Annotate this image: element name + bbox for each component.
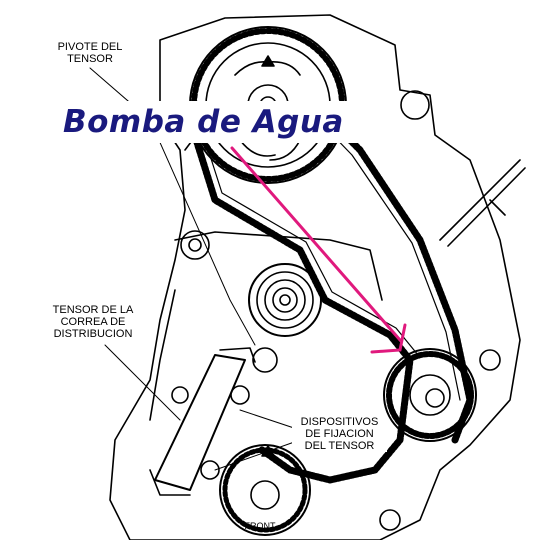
tensioner-cylinder-detail (149, 347, 256, 496)
label-tensioner-fixing-devices-line2: DE FIJACION (305, 428, 374, 440)
mount-hole-2 (188, 238, 202, 252)
leader-fixing-2 (214, 439, 301, 471)
tensioner-cylinder (154, 354, 246, 491)
leader-pivot (89, 67, 256, 346)
label-tensioner-fixing-devices-line3: DEL TENSOR (304, 440, 375, 452)
label-front-mark: FRONT (244, 521, 276, 531)
mount-hole-1 (180, 230, 210, 260)
crankshaft-pulley (219, 444, 311, 536)
label-timing-belt-tensioner-line1: TENSOR DE LA (52, 304, 134, 316)
crankshaft-hub (250, 480, 280, 510)
label-tensioner-pivot: PIVOTE DEL TENSOR (45, 41, 135, 65)
tensioner-pivot-bolt (252, 347, 278, 373)
water-pump-pulley (383, 348, 477, 442)
water-pump-bolt (425, 388, 445, 408)
label-tensioner-pivot-line1: PIVOTE DEL (57, 41, 123, 53)
tensioner-pulley-bolt (279, 294, 291, 306)
label-tensioner-fixing-devices: DISPOSITIVOS DE FIJACION DEL TENSOR (292, 416, 387, 452)
label-tensioner-fixing-devices-line1: DISPOSITIVOS (300, 416, 379, 428)
engine-inner-outline (149, 129, 383, 421)
camshaft-timing-mark-icon (261, 55, 275, 67)
leader-tensioner (104, 344, 181, 421)
water-pump-teeth (386, 351, 474, 439)
water-pump-arrow-head-icon (370, 323, 407, 354)
label-timing-belt-tensioner-line3: DISTRIBUCION (53, 328, 133, 340)
mount-hole-3 (400, 90, 430, 120)
mount-hole-5 (171, 386, 189, 404)
label-timing-belt-tensioner-line2: CORREA DE (60, 316, 126, 328)
engine-block-outline (109, 14, 521, 540)
mount-hole-6 (379, 509, 401, 531)
mount-hole-4 (479, 349, 501, 371)
label-timing-belt-tensioner: TENSOR DE LA CORREA DE DISTRIBUCION (38, 304, 148, 340)
diagram-title: Bomba de Agua (63, 104, 344, 140)
label-tensioner-pivot-line2: TENSOR (67, 53, 113, 65)
tensioner-pulley-rings2 (264, 279, 306, 321)
tensioner-pulley-rings1 (256, 271, 314, 329)
tensioner-pulley-rings3 (272, 287, 298, 313)
tensioner-fixing-bolt-1 (230, 385, 250, 405)
camshaft-spoke-holes (234, 60, 301, 161)
water-pump-arrow (230, 146, 402, 342)
water-pump-hub (409, 374, 451, 416)
title-box: Bomba de Agua (55, 101, 395, 143)
tensioner-fixing-bolt-2 (200, 460, 220, 480)
dipstick-tube (439, 159, 526, 247)
tensioner-pulley (248, 263, 322, 337)
leader-fixing-1 (239, 409, 301, 431)
